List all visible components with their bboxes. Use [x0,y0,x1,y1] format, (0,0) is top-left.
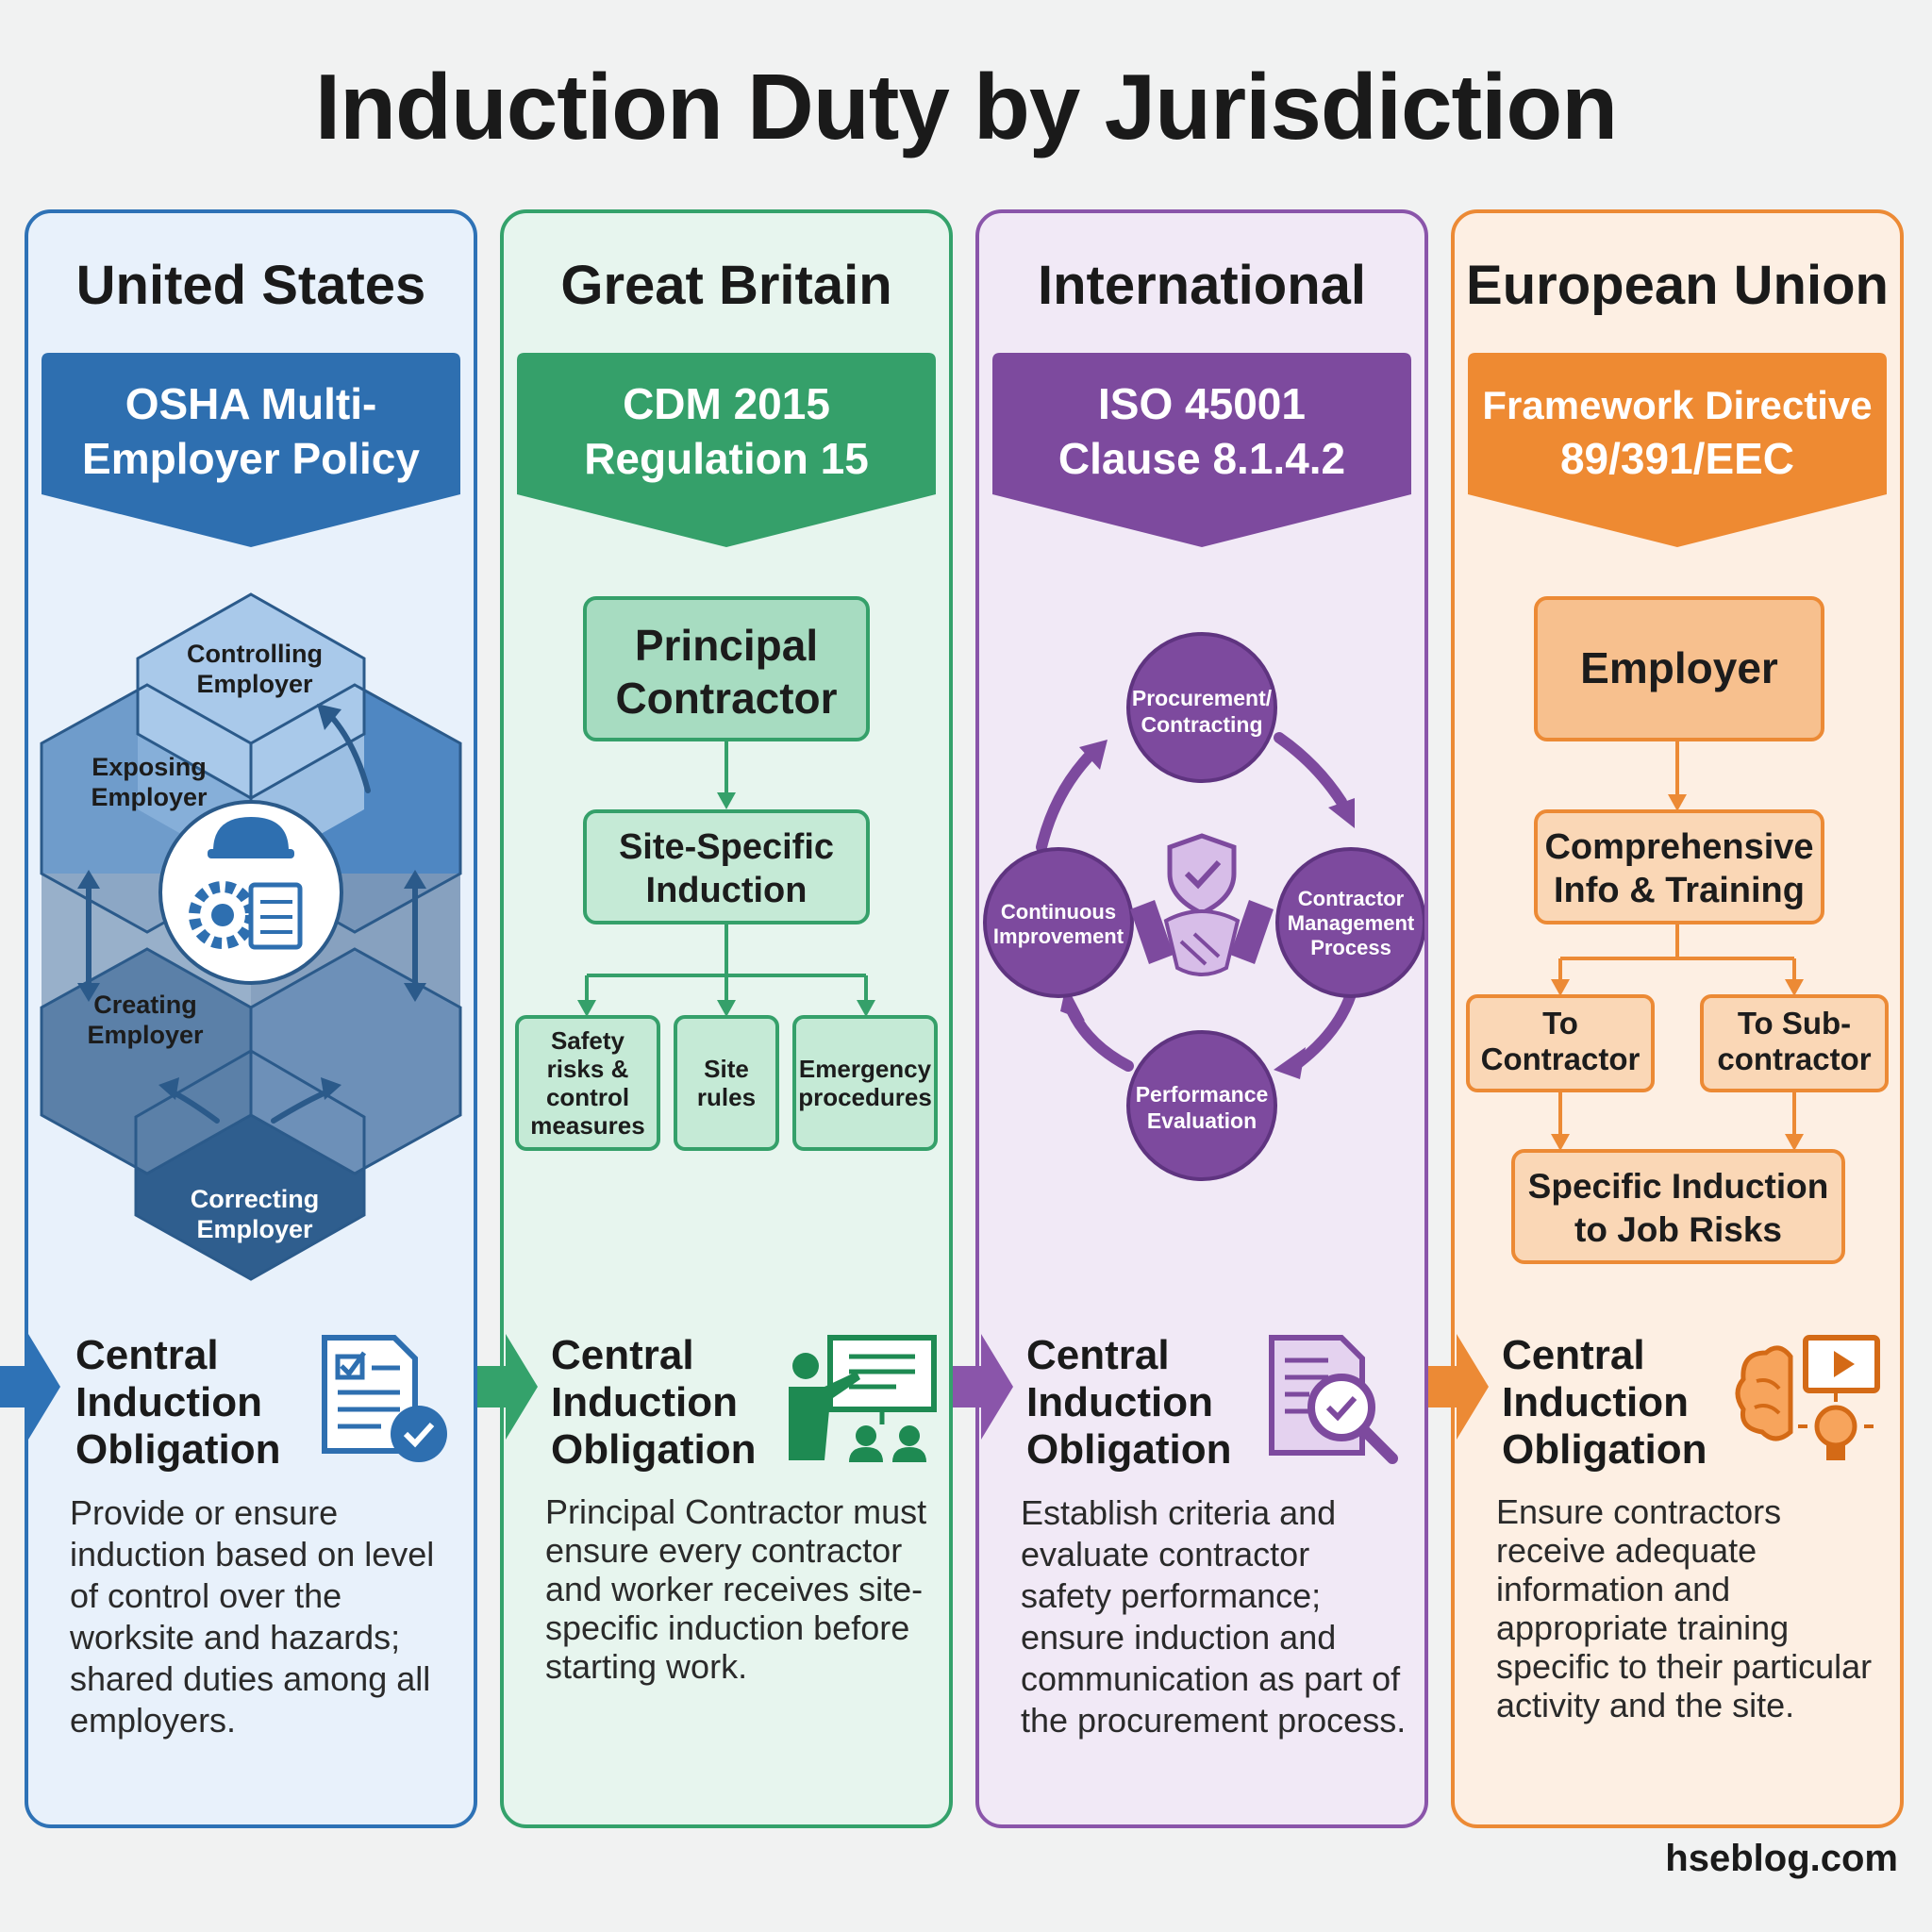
procurement-line1: Procurement/ [1132,686,1273,710]
eu-banner [1468,353,1887,547]
continuous-line1: Continuous [1001,900,1116,924]
gb-banner-line1: CDM 2015 [623,379,830,428]
central-obligation-title: Central Induction Obligation [551,1332,757,1473]
shield-icon [1167,833,1237,916]
contractor-mgmt-line2: Management [1288,911,1415,935]
presenter-training-icon [789,1335,937,1462]
hex-lower-right [251,949,460,1174]
exposing-employer-label-2: Employer [91,783,208,811]
column-title: Great Britain [560,255,892,316]
eu-banner-line2: 89/391/EEC [1560,434,1794,483]
safety-risks-line2: risks & [547,1055,629,1083]
safety-risks-line4: measures [530,1111,644,1140]
emergency-procedures-line1: Emergency [799,1055,932,1083]
to-subcontractor-line1: To Sub- [1738,1006,1851,1041]
central-obligation-title: Central Induction Obligation [1026,1332,1232,1473]
site-rules-line1: Site [704,1055,749,1083]
arrow-right-icon [953,1334,1013,1440]
site-rules-line2: rules [697,1083,756,1111]
cycle-node-contractor-management: Contractor Management Process [1275,847,1424,998]
performance-line2: Evaluation [1147,1108,1257,1133]
site-specific-induction-line2: Induction [646,871,808,910]
emergency-procedures-line2: procedures [798,1083,932,1111]
column-european-union: European Union Framework Directive 89/39… [1451,209,1904,1828]
cycle-node-procurement: Procurement/ Contracting [1126,632,1277,783]
cycle-node-continuous-improvement: Continuous Improvement [983,847,1134,998]
page-title: Induction Duty by Jurisdiction [314,55,1618,158]
continuous-line2: Improvement [993,924,1124,948]
specific-induction-box [1511,1149,1845,1264]
central-obligation-title: Central Induction Obligation [75,1332,281,1473]
handshake-icon [1130,900,1274,976]
document-check-icon [322,1335,447,1462]
emergency-procedures-box [792,1015,938,1151]
principal-contractor-line2: Contractor [615,674,837,723]
central-obligation-title: Central Induction Obligation [1502,1332,1707,1473]
gb-diagram: CDM 2015 Regulation 15 Principal Contrac… [515,353,938,1462]
central-obligation-text: Principal Contractor must ensure every c… [545,1492,927,1686]
us-banner [42,353,460,547]
performance-line1: Performance [1136,1082,1269,1107]
us-banner-line1: OSHA Multi- [125,379,377,428]
safety-risks-line1: Safety [551,1026,625,1055]
arrow-right-icon [0,1334,60,1440]
controlling-employer-label-1: Controlling [187,640,323,668]
arrow-right-icon [1428,1334,1489,1440]
brain-video-lightbulb-icon [1735,1335,1880,1460]
contractor-mgmt-line3: Process [1310,936,1391,959]
procurement-line2: Contracting [1141,712,1262,737]
column-great-britain: Great Britain CDM 2015 Regulation 15 Pri… [500,209,953,1828]
gb-banner-line2: Regulation 15 [584,434,869,483]
int-banner-line2: Clause 8.1.4.2 [1058,434,1345,483]
us-banner-line2: Employer Policy [82,434,420,483]
site-rules-box [674,1015,779,1151]
specific-induction-line1: Specific Induction [1528,1167,1829,1206]
creating-employer-label-1: Creating [93,991,197,1019]
column-title: European Union [1466,255,1889,316]
column-united-states: United States OSHA Multi- Employer Polic… [25,209,477,1828]
to-subcontractor-line2: contractor [1717,1041,1871,1076]
column-international: International ISO 45001 Clause 8.1.4.2 P… [975,209,1428,1828]
principal-contractor-line1: Principal [635,621,818,670]
central-obligation-text: Ensure contractors receive adequate info… [1496,1492,1873,1724]
creating-employer-label-2: Employer [87,1021,204,1049]
comprehensive-line1: Comprehensive [1544,827,1813,867]
safety-risks-line3: control [546,1083,629,1111]
to-contractor-line2: Contractor [1481,1041,1641,1076]
specific-induction-line2: to Job Risks [1574,1210,1782,1249]
creating-employer-hex [42,949,251,1174]
comprehensive-line2: Info & Training [1554,871,1805,910]
multi-employer-hex-cluster: Controlling Employer Exposing Employer C… [40,592,462,1281]
int-banner-line1: ISO 45001 [1098,379,1306,428]
us-diagram: OSHA Multi- Employer Policy [40,353,462,1462]
column-title: International [1037,255,1367,316]
contractor-mgmt-line1: Contractor [1298,887,1405,910]
column-title: United States [75,255,426,316]
exposing-employer-label-1: Exposing [92,753,207,781]
eu-diagram: Framework Directive 89/391/EEC Employer … [1466,353,1889,1460]
employer-label: Employer [1580,643,1778,692]
safety-risks-box [515,1015,660,1151]
cycle-node-performance-evaluation: Performance Evaluation [1126,1030,1277,1181]
correcting-employer-label-1: Correcting [191,1185,320,1213]
correcting-employer-label-2: Employer [196,1215,313,1243]
document-search-icon [1269,1335,1398,1464]
int-banner [992,353,1411,547]
int-diagram: ISO 45001 Clause 8.1.4.2 Procurement/ Co… [983,353,1424,1464]
central-obligation-text: Establish criteria and evaluate contract… [1021,1493,1407,1740]
eu-banner-line1: Framework Directive [1482,383,1872,427]
controlling-employer-hex [138,594,364,798]
site-credit: hseblog.com [1665,1838,1898,1879]
gb-banner [517,353,936,547]
arrow-right-icon [477,1334,538,1440]
controlling-employer-label-2: Employer [196,670,313,698]
worker-tools-icon [189,817,303,950]
to-contractor-line1: To [1542,1006,1578,1041]
central-obligation-text: Provide or ensure induction based on lev… [70,1493,435,1740]
site-specific-induction-line1: Site-Specific [619,827,834,867]
